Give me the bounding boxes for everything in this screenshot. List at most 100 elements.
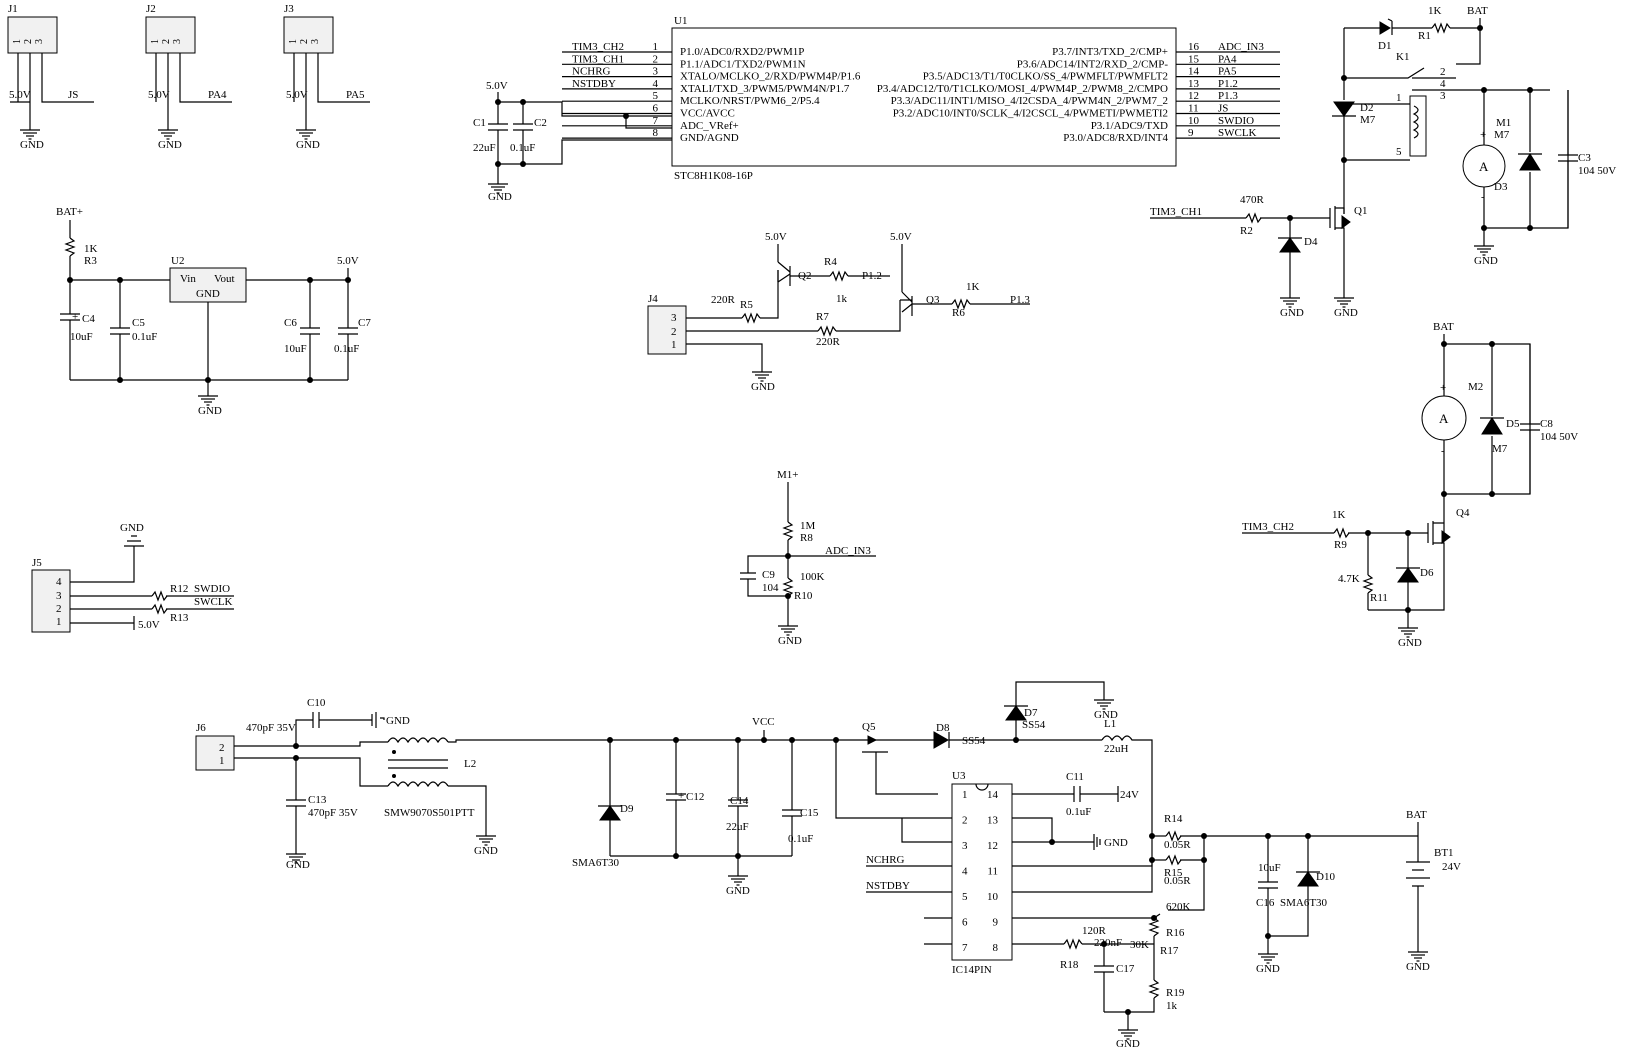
u1-pin-num: 3 bbox=[653, 66, 659, 78]
c13-value: 470pF 35V bbox=[308, 807, 358, 819]
d8-part: SS54 bbox=[962, 735, 986, 747]
u1-net-label: NSTDBY bbox=[572, 78, 616, 90]
mcu-u1: U1 STC8H1K08-16P bbox=[671, 15, 1177, 182]
c7-ref: C7 bbox=[358, 317, 371, 329]
j3-gnd: GND bbox=[296, 139, 320, 151]
k1-ref: K1 bbox=[1396, 51, 1409, 63]
c10-value: 470pF 35V bbox=[246, 722, 296, 734]
j6-pin-2: 2 bbox=[219, 742, 225, 754]
connector-j5: J5 4 3 2 1 GND R12 SWDIO SWCLK R13 5.0V bbox=[31, 522, 234, 633]
q4-ref: Q4 bbox=[1456, 507, 1470, 519]
m1-ref: M1 bbox=[1496, 117, 1511, 129]
q1-ref: Q1 bbox=[1354, 205, 1367, 217]
u3-pin-num: 8 bbox=[993, 942, 999, 954]
j3-pin-3: 3 bbox=[310, 39, 321, 44]
r3-value: 1K bbox=[84, 243, 98, 255]
r6-ref: R6 bbox=[952, 307, 965, 319]
r2-ref: R2 bbox=[1240, 225, 1253, 237]
r4-ref: R4 bbox=[824, 256, 837, 268]
j5-swdio: SWDIO bbox=[194, 583, 230, 595]
c13-gnd: GND bbox=[286, 859, 310, 871]
u1-pin-num: 11 bbox=[1188, 103, 1199, 115]
l1-value: 22uH bbox=[1104, 743, 1129, 755]
c4-ref: C4 bbox=[82, 313, 95, 325]
k1-pin-1: 1 bbox=[1396, 92, 1402, 104]
c2-ref: C2 bbox=[534, 117, 547, 129]
d6-ref: D6 bbox=[1420, 567, 1434, 579]
d7-part: SS54 bbox=[1022, 719, 1046, 731]
d9-ref: D9 bbox=[620, 803, 634, 815]
r6-value: 1K bbox=[966, 281, 980, 293]
u3-pin-num: 2 bbox=[962, 815, 968, 827]
j2-ref: J2 bbox=[146, 3, 156, 15]
d7-gnd: GND bbox=[1094, 709, 1118, 721]
regulator-u2: BAT+ 1K R3 U2 Vin Vout GND 5.0V + C4 10u… bbox=[56, 206, 371, 417]
r9-value: 1K bbox=[1332, 509, 1346, 521]
k1-pin-5: 5 bbox=[1396, 146, 1402, 158]
d1-ref: D1 bbox=[1378, 40, 1391, 52]
c1-value: 22uF bbox=[473, 142, 496, 154]
r13-ref: R13 bbox=[170, 612, 189, 624]
r10-ref: R10 bbox=[794, 590, 813, 602]
u1-net-label: PA5 bbox=[1218, 66, 1237, 78]
u1-net-label: TIM3_CH1 bbox=[572, 53, 624, 65]
u1-pin-name: GND/AGND bbox=[680, 132, 739, 144]
u3-pin-num: 7 bbox=[962, 942, 968, 954]
c6-value: 10uF bbox=[284, 343, 307, 355]
j4-gnd: GND bbox=[751, 381, 775, 393]
d2-ref: D2 bbox=[1360, 102, 1373, 114]
u1-net-label: ADC_IN3 bbox=[1218, 41, 1264, 53]
c8-ref: C8 bbox=[1540, 418, 1553, 430]
q3-ref: Q3 bbox=[926, 294, 940, 306]
c16-ref: C16 bbox=[1256, 897, 1275, 909]
vcc-label: VCC bbox=[752, 716, 775, 728]
d5-part: M7 bbox=[1492, 443, 1508, 455]
d5-ref: D5 bbox=[1506, 418, 1520, 430]
bt1-value: 24V bbox=[1442, 861, 1461, 873]
charger-input-filter: VCC D9 SMA6T30 + C12 C14 22uF C15 0.1uF … bbox=[572, 716, 839, 897]
bt1-gnd: GND bbox=[1406, 961, 1430, 973]
u3-part: IC14PIN bbox=[952, 964, 992, 976]
battery-output: 10uF C16 D10 SMA6T30 GND BAT BT1 24V GND bbox=[1256, 809, 1461, 975]
u1-pin-name: P3.1/ADC9/TXD bbox=[1091, 120, 1168, 132]
j4-pin-2: 2 bbox=[671, 326, 677, 338]
k1-pin-2: 2 bbox=[1440, 66, 1446, 78]
l2-ref: L2 bbox=[464, 758, 476, 770]
j4-pin-3: 3 bbox=[671, 312, 677, 324]
j1-ref: J1 bbox=[8, 3, 18, 15]
u1-pin-name: MCLKO/NRST/PWM6_2/P5.4 bbox=[680, 95, 820, 107]
d10-ref: D10 bbox=[1316, 871, 1335, 883]
u1-pin-num: 5 bbox=[653, 90, 659, 102]
r14-ref: R14 bbox=[1164, 813, 1183, 825]
q3-supply: 5.0V bbox=[890, 231, 912, 243]
d3-ref: D3 bbox=[1494, 181, 1508, 193]
u3-pin-num: 10 bbox=[987, 891, 999, 903]
m1-symbol: A bbox=[1479, 159, 1489, 174]
u1-pin-name: P1.0/ADC0/RXD2/PWM1P bbox=[680, 46, 804, 58]
r18-ref: R18 bbox=[1060, 959, 1079, 971]
r8-value: 1M bbox=[800, 520, 816, 532]
u1-pin-name: XTALI/TXD_3/PWM5/PWM4N/P1.7 bbox=[680, 83, 850, 95]
u1-net-label: NCHRG bbox=[572, 66, 611, 78]
m2-ref: M2 bbox=[1468, 381, 1483, 393]
mcu-gnd: GND bbox=[488, 191, 512, 203]
adc-top: M1+ bbox=[777, 469, 798, 481]
m1-supply: BAT bbox=[1467, 5, 1488, 17]
m1-plus: + bbox=[1480, 129, 1486, 141]
bt1-net: BAT bbox=[1406, 809, 1427, 821]
c16-gnd: GND bbox=[1256, 963, 1280, 975]
mcu-right-pins: 16P3.7/INT3/TXD_2/CMP+ADC_IN315P3.6/ADC1… bbox=[877, 41, 1280, 144]
charger-fb-gnd: GND bbox=[1116, 1038, 1140, 1050]
r17-ref: R17 bbox=[1160, 945, 1179, 957]
r18-value: 120R bbox=[1082, 925, 1107, 937]
r14-value: 0.05R bbox=[1164, 839, 1191, 851]
u2-ref: U2 bbox=[171, 255, 184, 267]
r16-ref: R16 bbox=[1166, 927, 1185, 939]
charger-sense: NCHRG NSTDBY C11 0.1uF 24V GND R14 0.05R… bbox=[866, 771, 1398, 1050]
j5-pin-1: 1 bbox=[56, 616, 62, 628]
u3-pin-num: 12 bbox=[987, 840, 998, 852]
d9-part: SMA6T30 bbox=[572, 857, 620, 869]
net-nstdby: NSTDBY bbox=[866, 880, 910, 892]
